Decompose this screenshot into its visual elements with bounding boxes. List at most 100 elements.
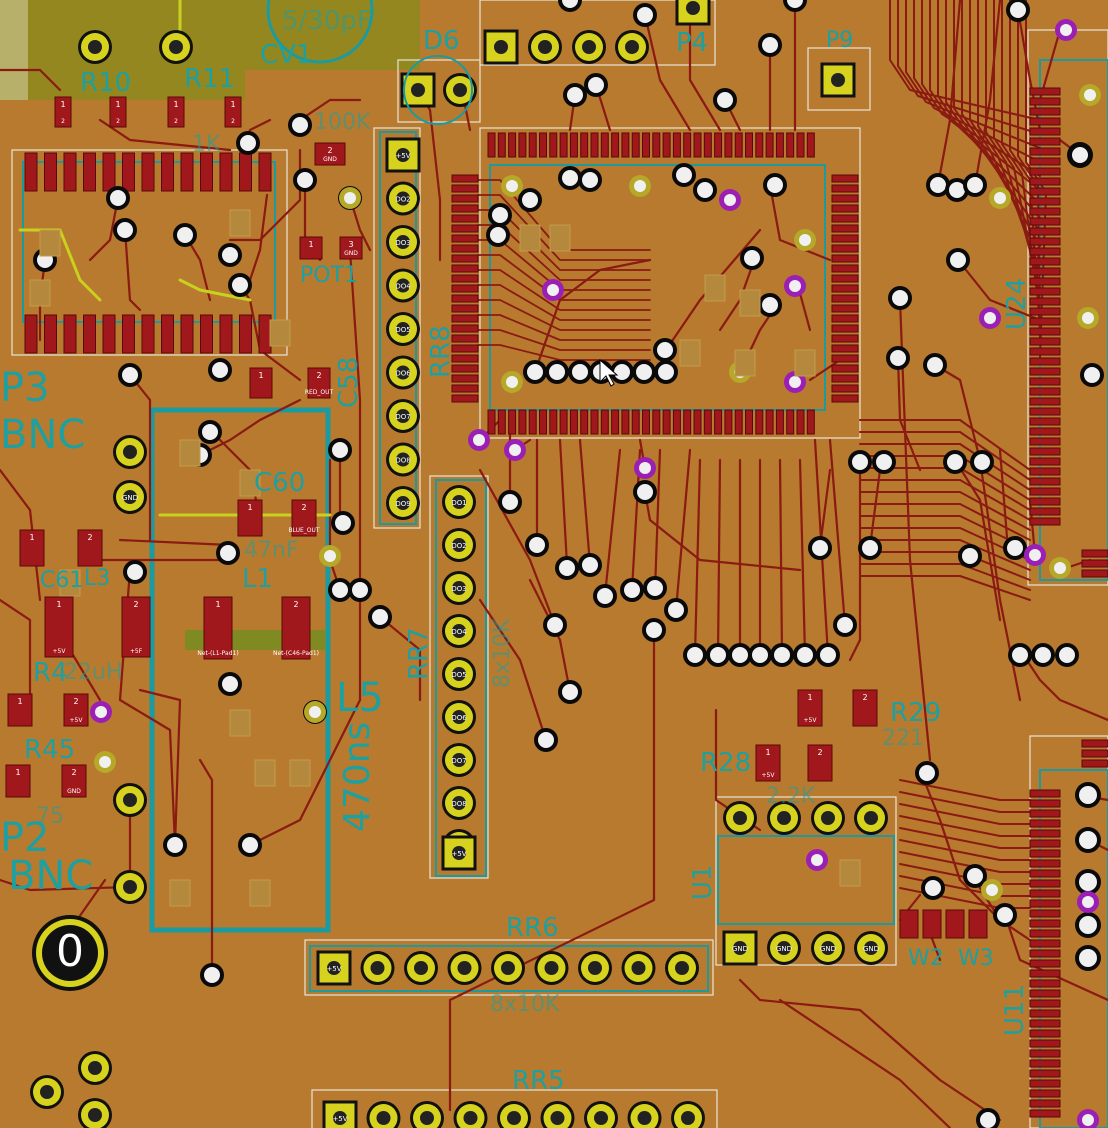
- bus-c-6: [899, 851, 1031, 873]
- via-5-hole: [117, 222, 133, 238]
- ic-u24-pad-24: [1029, 327, 1061, 336]
- ic-u11-pad-8: [1029, 869, 1061, 878]
- via-88-hole: [930, 177, 946, 193]
- ic-u11-pad-2: [1029, 809, 1061, 818]
- u1-bot-pad-3-drill: [821, 941, 835, 955]
- via-purple-0-hole: [95, 706, 107, 718]
- trace-49: [778, 998, 952, 1128]
- bnc-pad-1-drill: [123, 490, 137, 504]
- bus-b-6: [859, 491, 1031, 531]
- trace-63: [478, 468, 557, 627]
- ic-u20-pad-bot-1: [44, 314, 57, 354]
- ic-u11-pad-28: [1029, 1069, 1061, 1078]
- via-74-hole: [862, 540, 878, 556]
- ic-u25-pad-left-11: [451, 284, 479, 293]
- ic-u25-pad-right-22: [831, 394, 859, 403]
- via-purple-8-hole: [639, 462, 651, 474]
- ic-u20-pad-top-9: [200, 152, 213, 192]
- smd-pad-10: [291, 499, 317, 537]
- rr7-pad-10-drill: [452, 846, 466, 860]
- ic-u24-pad-22: [1029, 307, 1061, 316]
- ic-u25-pad-left-16: [451, 334, 479, 343]
- ic-u20-pad-bot-2: [63, 314, 77, 354]
- ic-u25-pad-right-13: [831, 304, 859, 313]
- rr8-pad-1-drill: [396, 148, 410, 162]
- rr5-pad-2-drill: [376, 1111, 391, 1125]
- ic-u25-pad-top-22: [714, 132, 723, 158]
- trace-72: [0, 878, 132, 892]
- via-yellow-hole-12: [506, 376, 518, 388]
- via-81-hole: [1012, 647, 1028, 663]
- pad-text: DO7: [395, 413, 410, 421]
- via-19-hole: [352, 582, 368, 598]
- ic-u11-pad-6: [1029, 849, 1061, 858]
- courtyard-5: [479, 127, 861, 439]
- rr7-pad-8-drill: [452, 796, 466, 810]
- smd-num-20: 2: [71, 768, 76, 777]
- ic-u11-pad-22: [1029, 1009, 1061, 1018]
- label-p2: P2: [0, 815, 50, 861]
- ic-u20-pad-top-6: [141, 152, 155, 192]
- ic-u25-pad-left-13: [451, 304, 479, 313]
- ic-u25-pad-right-7: [831, 244, 859, 253]
- label-d6: D6: [423, 26, 460, 56]
- rr5-pad-7-drill: [594, 1111, 608, 1125]
- smd-num-10: 2: [301, 503, 306, 512]
- ic-u25-pad-top-24: [734, 132, 743, 158]
- pad-text: DO5: [451, 671, 466, 679]
- ic-u25-pad-right-4: [831, 214, 859, 223]
- via-purple-4-hole: [789, 376, 801, 388]
- ghost-pad-4: [269, 319, 291, 347]
- via-38-hole: [522, 192, 538, 208]
- via-72-hole: [837, 617, 853, 633]
- bnc-pad-6-drill: [88, 1108, 102, 1122]
- via-28-hole: [637, 7, 653, 23]
- via-76-hole: [876, 454, 892, 470]
- ic-u25-pad-right-19: [831, 364, 859, 373]
- ic-u25-pad-right-12: [831, 294, 859, 303]
- bus-u25-7: [477, 284, 651, 321]
- bnc-pad-2-drill: [123, 793, 137, 807]
- bus-b-12: [859, 563, 1031, 591]
- rr6-pad-8-drill: [631, 961, 646, 975]
- via-8-hole: [222, 247, 238, 263]
- pad-text: +5V: [451, 850, 466, 858]
- via-62-hole: [562, 684, 578, 700]
- smd-pad-21: [797, 689, 823, 727]
- ic-u20-pad-top-1: [44, 152, 57, 192]
- trace-36: [448, 628, 656, 1112]
- via-14-hole: [332, 442, 348, 458]
- ic-u25-pad-left-10: [451, 274, 479, 283]
- ghost-pad-7: [704, 274, 726, 302]
- ic-u24-pad-42: [1029, 507, 1061, 516]
- label-bnc-bottom: BNC: [8, 853, 94, 899]
- via-44-hole: [657, 342, 673, 358]
- smd-net-0: 2: [61, 118, 65, 125]
- smd-net-14: +5F: [130, 648, 143, 655]
- via-26-hole: [567, 87, 583, 103]
- value-22uh: 22uH: [64, 660, 123, 685]
- bus-a-13: [993, 0, 1041, 303]
- smd-pad-14: [121, 596, 151, 658]
- edge-via-4-hole: [1079, 916, 1097, 934]
- trace-39: [818, 468, 832, 549]
- via-95-hole: [925, 880, 941, 896]
- u1-bot-pad-1-drill: [733, 941, 747, 955]
- ic-u25-pad-bot-13: [621, 409, 630, 435]
- trace-91: [643, 490, 802, 572]
- bus-b-8: [859, 515, 1031, 551]
- trace-66: [378, 615, 422, 702]
- ic-u20-pad-top-11: [239, 152, 252, 192]
- via-yellow-hole-5: [1084, 89, 1096, 101]
- tl-pad-1-drill: [88, 40, 102, 54]
- ic-u24-pad-4: [1029, 127, 1061, 136]
- ic-u11-pad-24: [1029, 1029, 1061, 1038]
- value-8x10k: 8x10K: [490, 618, 515, 688]
- via-52-hole: [502, 494, 518, 510]
- rr7-pad-4-drill: [452, 624, 466, 638]
- ic-u25-pad-top-30: [796, 132, 805, 158]
- ic-u25-pad-top-12: [611, 132, 620, 158]
- rr6-pad-4-drill: [457, 961, 472, 975]
